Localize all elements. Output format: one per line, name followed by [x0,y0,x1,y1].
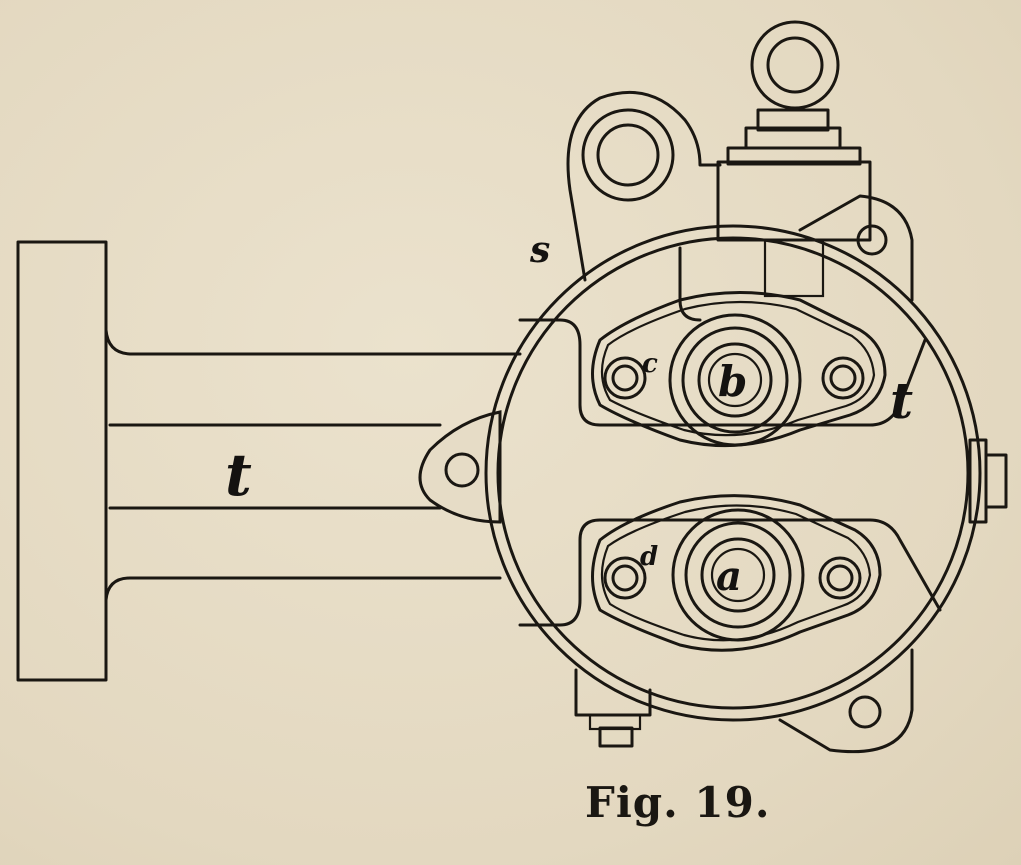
upper-port-flange [591,291,887,448]
figure-caption: Fig. 19. [585,778,771,827]
label-upper-small: c [642,349,658,379]
label-arm: t [225,441,252,509]
arm-lug [418,410,502,524]
mounting-flange [16,240,108,682]
top-bolt [716,20,872,298]
label-right-side: t [890,371,913,430]
label-lower-small: d [640,542,658,572]
upper-right-mount [798,194,914,302]
lower-left-foot [574,668,652,748]
lower-port-flange [591,494,882,652]
main-housing [484,224,982,722]
right-bolt [968,438,1008,524]
label-housing-mark: s [529,229,550,271]
connecting-arm [104,328,522,602]
label-lower-port: a [716,553,742,600]
upper-ear [566,90,722,282]
lower-right-mount [778,648,914,754]
label-upper-port: b [718,357,747,406]
